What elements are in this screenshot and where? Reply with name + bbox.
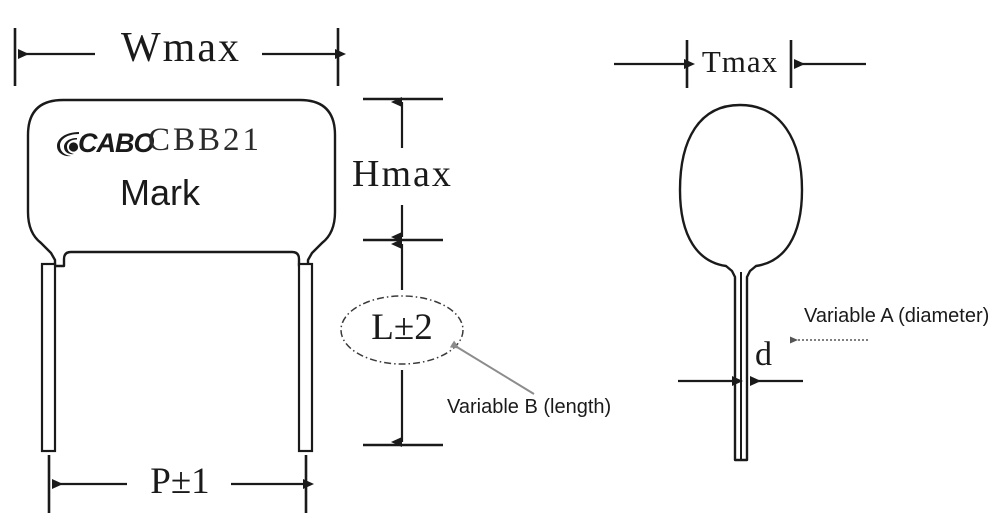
wmax-label: Wmax [121, 25, 241, 71]
mark-label: Mark [120, 172, 200, 213]
lead-length-callout-ellipse [340, 295, 464, 365]
capacitor-body-outline [26, 98, 337, 268]
part-number-label: CBB21 [148, 122, 263, 158]
variable-b-annotation: Variable B (length) [447, 396, 612, 418]
dimension-wmax [13, 28, 346, 86]
cabo-swirl-icon [57, 132, 79, 157]
dimension-tmax [614, 40, 866, 88]
pitch-label: P±1 [150, 461, 210, 502]
front-view-body [26, 98, 337, 453]
dimension-pitch [47, 455, 314, 513]
variable-b-leader-line [449, 340, 535, 395]
lead-diameter-label: d [755, 336, 772, 373]
lead-length-label: L±2 [371, 307, 433, 348]
side-view-body [678, 103, 804, 462]
hmax-label: Hmax [352, 153, 453, 195]
lead-wire-left [40, 262, 57, 453]
tmax-label: Tmax [701, 44, 779, 79]
dimension-lead-length [340, 239, 464, 447]
lead-wire-right [297, 262, 314, 453]
variable-a-annotation: Variable A (diameter) [804, 305, 990, 327]
cabo-logo-text: CABO [78, 128, 154, 158]
dimension-hmax [363, 97, 443, 242]
